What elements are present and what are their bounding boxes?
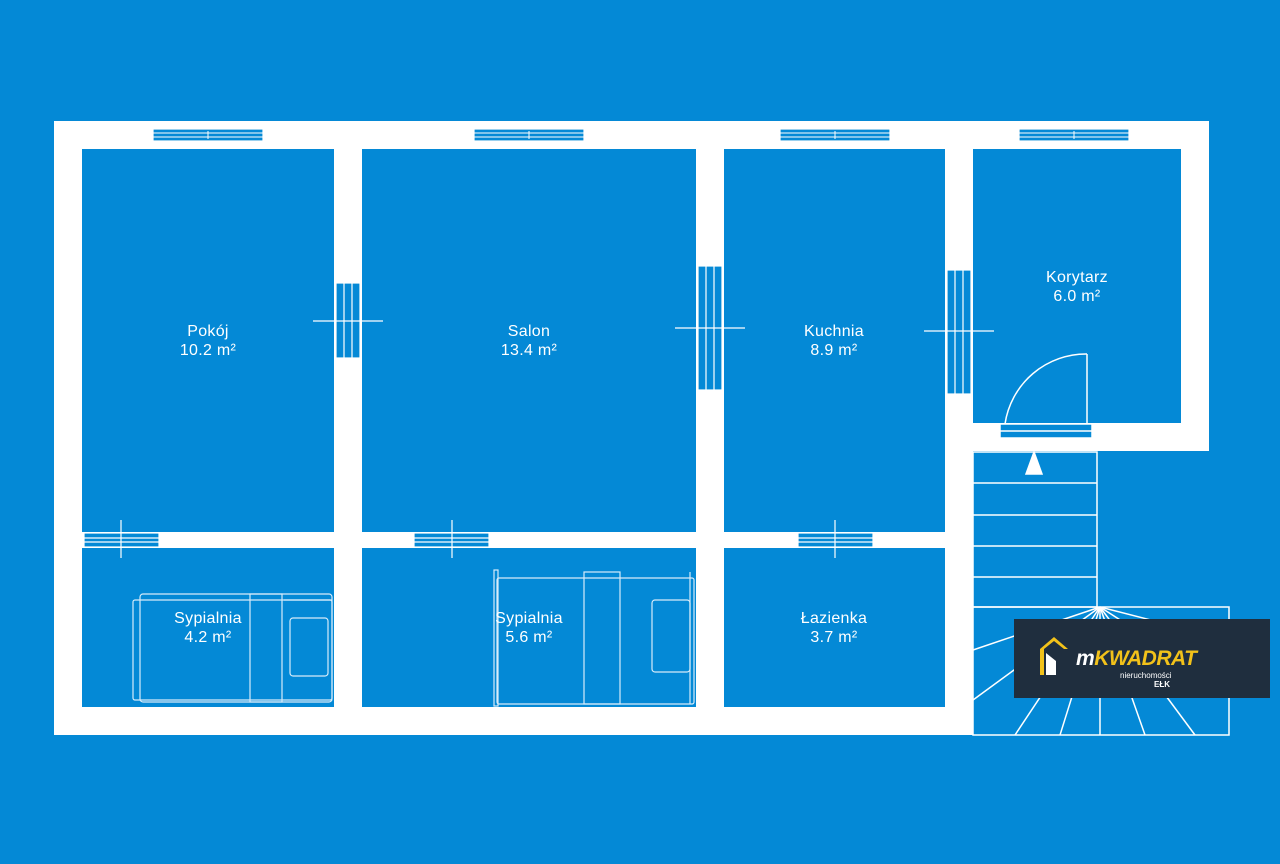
room-name: Łazienka	[800, 610, 868, 627]
room-name: Sypialnia	[174, 610, 242, 627]
logo-brand-highlight: KWADRAT	[1094, 647, 1197, 670]
room-label-sypialnia-2: Sypialnia 5.6 m²	[479, 609, 579, 647]
bed-sypialnia-2	[493, 569, 695, 707]
logo-city: EŁK	[1154, 680, 1170, 689]
bed-sypialnia-1	[132, 593, 333, 703]
room-area: 5.6 m²	[505, 629, 553, 646]
room-area: 3.7 m²	[810, 629, 858, 646]
logo-brand: mKWADRAT	[1076, 647, 1197, 671]
logo-brand-prefix: m	[1076, 647, 1095, 670]
interior-walls	[82, 149, 973, 735]
room-name: Korytarz	[1046, 269, 1108, 286]
doorways	[83, 265, 994, 558]
room-area: 6.0 m²	[1053, 288, 1101, 305]
room-label-sypialnia-1: Sypialnia 4.2 m²	[158, 609, 258, 647]
room-label-lazienka: Łazienka 3.7 m²	[784, 609, 884, 647]
room-name: Pokój	[187, 323, 229, 340]
logo-house-icon	[1040, 637, 1068, 675]
entrance-door	[999, 353, 1093, 439]
room-name: Sypialnia	[495, 610, 563, 627]
logo-subtitle: nieruchomości	[1120, 671, 1172, 680]
room-label-kuchnia: Kuchnia 8.9 m²	[784, 322, 884, 360]
room-name: Salon	[507, 323, 551, 340]
room-area: 10.2 m²	[179, 342, 237, 359]
room-label-salon: Salon 13.4 m²	[479, 322, 579, 360]
room-name: Kuchnia	[804, 323, 864, 340]
room-area: 4.2 m²	[184, 629, 232, 646]
mkwadrat-logo: mKWADRAT nieruchomości EŁK	[1014, 619, 1270, 698]
room-label-korytarz: Korytarz 6.0 m²	[1027, 268, 1127, 306]
room-area: 8.9 m²	[810, 342, 858, 359]
room-label-pokoj: Pokój 10.2 m²	[158, 322, 258, 360]
room-area: 13.4 m²	[500, 342, 558, 359]
